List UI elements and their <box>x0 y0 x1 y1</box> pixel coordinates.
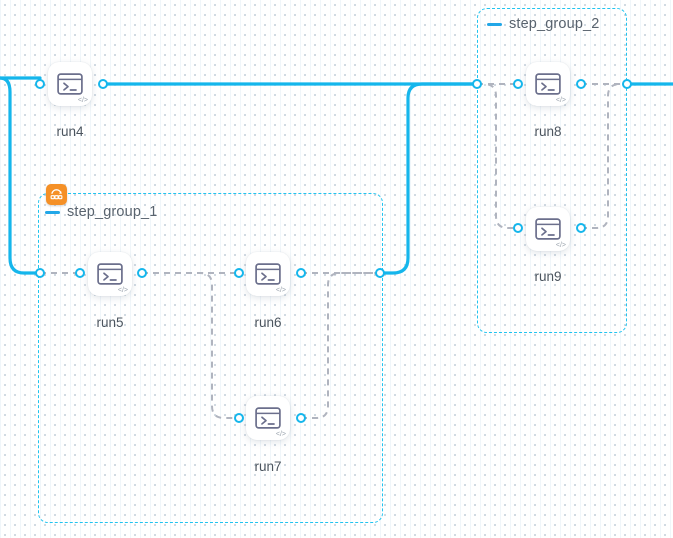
group-frame-step-group-1[interactable] <box>38 193 383 523</box>
code-badge-icon: </> <box>275 287 286 294</box>
node-run6[interactable]: </> <box>246 252 290 296</box>
port-run4-input[interactable] <box>35 79 45 89</box>
node-run7[interactable]: </> <box>246 396 290 440</box>
terminal-icon <box>535 73 561 95</box>
edge-g1out-to-g2in <box>378 82 479 275</box>
port-run9-input[interactable] <box>513 223 523 233</box>
terminal-icon <box>255 407 281 429</box>
port-run6-output[interactable] <box>296 268 306 278</box>
node-label-run7: run7 <box>254 459 282 474</box>
node-run4[interactable]: </> <box>48 62 92 106</box>
node-run9[interactable]: </> <box>526 207 570 251</box>
node-run5[interactable]: </> <box>88 252 132 296</box>
node-label-run8: run8 <box>534 124 562 139</box>
node-label-run4: run4 <box>56 124 84 139</box>
port-run8-input[interactable] <box>513 79 523 89</box>
minus-icon[interactable] <box>45 210 60 214</box>
port-run7-output[interactable] <box>296 413 306 423</box>
port-run8-output[interactable] <box>576 79 586 89</box>
code-badge-icon: </> <box>77 97 88 104</box>
code-badge-icon: </> <box>555 242 566 249</box>
terminal-icon <box>535 218 561 240</box>
port-run5-input[interactable] <box>75 268 85 278</box>
port-run4-output[interactable] <box>98 79 108 89</box>
node-label-run6: run6 <box>254 315 282 330</box>
port-step-group-1-output[interactable] <box>375 268 385 278</box>
port-step-group-2-input[interactable] <box>472 79 482 89</box>
group-label-step-group-2: step_group_2 <box>509 16 600 32</box>
terminal-icon <box>255 263 281 285</box>
code-badge-icon: </> <box>555 97 566 104</box>
port-run7-input[interactable] <box>234 413 244 423</box>
port-step-group-1-input[interactable] <box>35 268 45 278</box>
port-step-group-2-output[interactable] <box>622 79 632 89</box>
port-run9-output[interactable] <box>576 223 586 233</box>
node-label-run5: run5 <box>96 315 124 330</box>
minus-icon[interactable] <box>487 22 502 26</box>
port-run6-input[interactable] <box>234 268 244 278</box>
code-badge-icon: </> <box>275 431 286 438</box>
group-label-step-group-1: step_group_1 <box>67 204 158 220</box>
node-run8[interactable]: </> <box>526 62 570 106</box>
terminal-icon <box>57 73 83 95</box>
port-run5-output[interactable] <box>137 268 147 278</box>
terminal-icon <box>97 263 123 285</box>
loop-group-icon <box>46 184 67 205</box>
group-header-step-group-2[interactable]: step_group_2 <box>487 16 600 32</box>
edge-canvas-left-group1 <box>0 76 42 275</box>
group-header-step-group-1[interactable]: step_group_1 <box>45 204 158 220</box>
node-label-run9: run9 <box>534 269 562 284</box>
code-badge-icon: </> <box>117 287 128 294</box>
group-frame-step-group-2[interactable] <box>477 8 627 333</box>
